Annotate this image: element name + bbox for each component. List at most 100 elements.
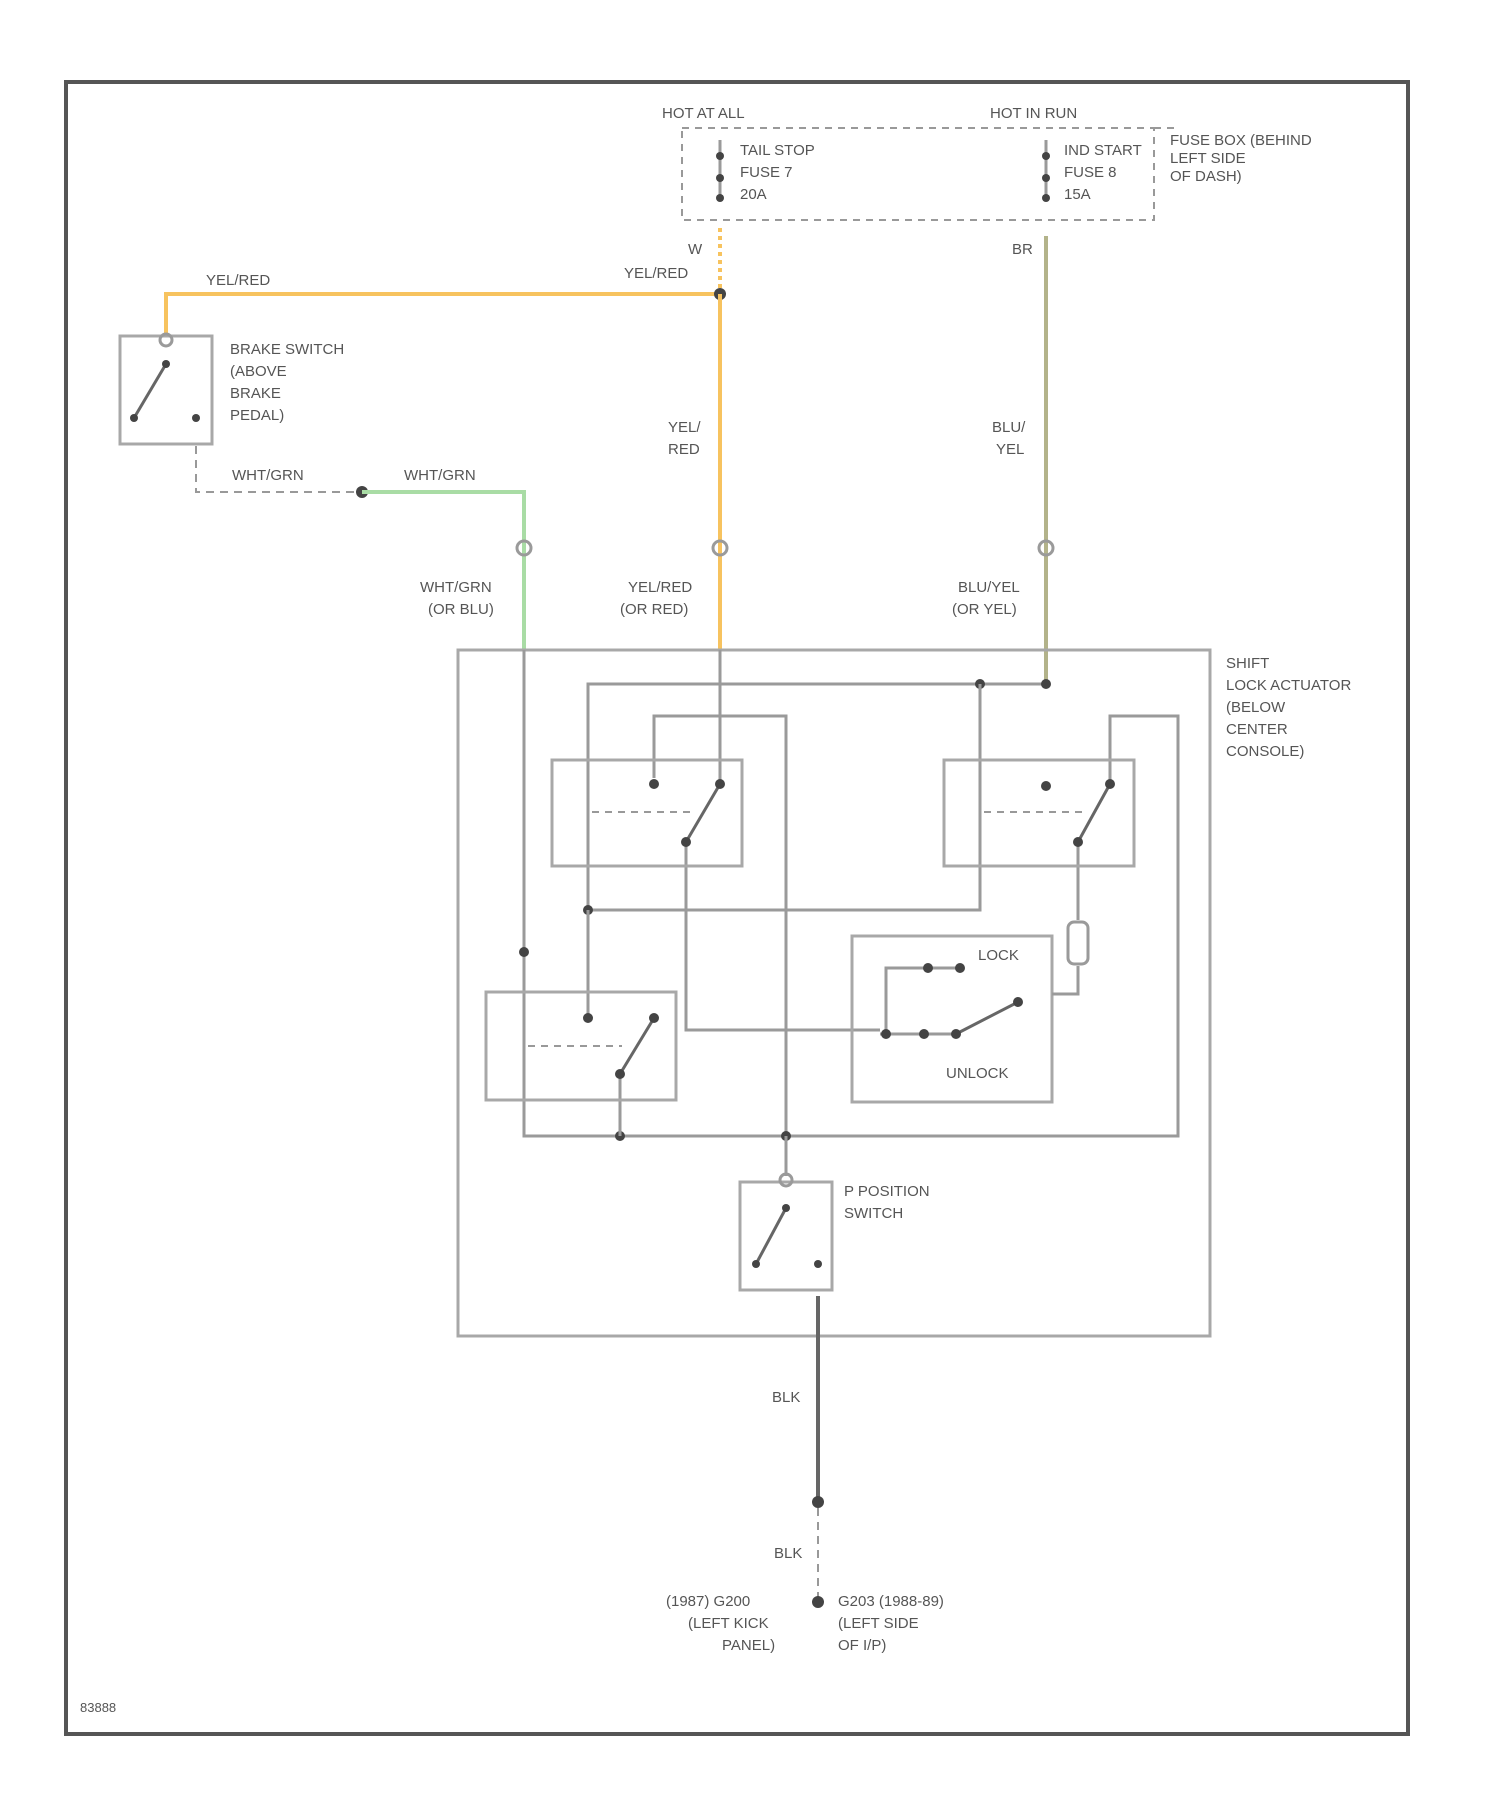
brake-switch-contact — [192, 414, 200, 422]
relay-3-contact — [615, 1069, 625, 1079]
p-switch-blade — [756, 1208, 786, 1264]
hot-at-all-label: HOT AT ALL — [662, 105, 745, 122]
wire-label-yel-red-lower: YEL/RED (OR RED) — [620, 579, 696, 618]
wire-label-line: (OR RED) — [620, 601, 688, 618]
ground-g200-label: (1987) G200 (LEFT KICK PANEL) — [666, 1593, 775, 1654]
p-switch-contact — [814, 1260, 822, 1268]
fuse-8-label-line: IND START — [1064, 142, 1142, 159]
lock-contact — [923, 963, 933, 973]
hot-in-run-label: HOT IN RUN — [990, 105, 1077, 122]
actuator-label-line: CENTER — [1226, 721, 1288, 738]
relay-2-contact — [1073, 837, 1083, 847]
wire-label-blu-yel-mid: BLU/ YEL — [992, 419, 1030, 458]
fuse-7-label-line: 20A — [740, 186, 767, 203]
junction — [1041, 679, 1051, 689]
wire-label-yel-red-top: YEL/RED — [624, 265, 688, 282]
wire-label-line: (OR BLU) — [428, 601, 494, 618]
wire-label-yel-red-left: YEL/RED — [206, 272, 270, 289]
actuator-label-line: SHIFT — [1226, 655, 1269, 672]
fuse-7-label-line: FUSE 7 — [740, 164, 793, 181]
wire-label-blk-2: BLK — [774, 1545, 802, 1562]
actuator-label-line: LOCK ACTUATOR — [1226, 677, 1351, 694]
actuator-label-line: CONSOLE) — [1226, 743, 1304, 760]
fuse-7-label-line: TAIL STOP — [740, 142, 815, 159]
wire-label-yel-red-mid: YEL/ RED — [668, 419, 705, 458]
wire-label-blu-yel-lower: BLU/YEL (OR YEL) — [952, 579, 1023, 618]
unlock-contact — [1013, 997, 1023, 1007]
fuse-8-terminal — [1042, 194, 1050, 202]
wire-label-wht-grn-1: WHT/GRN — [232, 467, 304, 484]
relay-3-blade — [620, 1018, 654, 1074]
connector-pin — [519, 947, 529, 957]
shift-lock-actuator-label: SHIFT LOCK ACTUATOR (BELOW CENTER CONSOL… — [1226, 655, 1355, 760]
wire-label-line: BLU/YEL — [958, 579, 1019, 596]
ground-point — [812, 1596, 824, 1608]
ground-label-line: (LEFT KICK — [688, 1615, 769, 1632]
ground-label-line: PANEL) — [722, 1637, 775, 1654]
brake-switch-blade — [134, 364, 166, 418]
unlock-contact — [919, 1029, 929, 1039]
relay-1-contact — [681, 837, 691, 847]
wire-label-line: YEL/ — [668, 419, 701, 436]
brake-switch-contact — [130, 414, 138, 422]
lock-label: LOCK — [978, 947, 1019, 964]
relay-1-blade — [686, 784, 720, 842]
fuse-box-label-line: LEFT SIDE — [1170, 150, 1246, 167]
fuse-box-label-line: FUSE BOX (BEHIND — [1170, 132, 1312, 149]
fuse-7-terminal — [716, 194, 724, 202]
fuse-box-label-line: OF DASH) — [1170, 168, 1242, 185]
wire-label-line: (OR YEL) — [952, 601, 1017, 618]
relay-1-contact — [649, 779, 659, 789]
ground-label-line: (1987) G200 — [666, 1593, 750, 1610]
solenoid-diode — [1068, 922, 1088, 964]
relay-2-contact — [1041, 781, 1051, 791]
wire-label-line: BLU/ — [992, 419, 1026, 436]
wire-wht-grn — [362, 492, 524, 650]
wire-label-line: YEL — [996, 441, 1024, 458]
wire-yel-red-to-brake-switch — [166, 294, 720, 334]
wire-label-w: W — [688, 241, 703, 258]
fuse-8-label: IND START FUSE 8 15A — [1064, 142, 1146, 203]
unlock-contact — [881, 1029, 891, 1039]
fuse-box-label: FUSE BOX (BEHIND LEFT SIDE OF DASH) — [1170, 132, 1316, 185]
p-switch-label-line: SWITCH — [844, 1205, 903, 1222]
fuse-8-terminal — [1042, 152, 1050, 160]
fuse-7-terminal — [716, 152, 724, 160]
brake-switch-label-line: PEDAL) — [230, 407, 284, 424]
ground-label-line: G203 (1988-89) — [838, 1593, 944, 1610]
internal-wire-right-loop — [588, 684, 980, 910]
p-position-switch-label: P POSITION SWITCH — [844, 1183, 934, 1222]
relay-2-blade — [1078, 784, 1110, 842]
wire-label-line: WHT/GRN — [420, 579, 492, 596]
wire-label-wht-grn-2: WHT/GRN — [404, 467, 476, 484]
lock-solenoid-blade — [956, 1002, 1018, 1034]
ground-g203-label: G203 (1988-89) (LEFT SIDE OF I/P) — [838, 1593, 948, 1654]
ground-label-line: OF I/P) — [838, 1637, 886, 1654]
fuse-8-label-line: FUSE 8 — [1064, 164, 1117, 181]
diagram-frame — [66, 82, 1408, 1734]
solenoid-diode-wire — [1052, 966, 1078, 994]
relay-3-contact — [583, 1013, 593, 1023]
unlock-label: UNLOCK — [946, 1065, 1009, 1082]
figure-id: 83888 — [80, 1700, 116, 1715]
fuse-8-terminal — [1042, 174, 1050, 182]
internal-wire-top-bus — [588, 684, 1046, 910]
brake-switch-label: BRAKE SWITCH (ABOVE BRAKE PEDAL) — [230, 341, 348, 424]
wire-label-line: YEL/RED — [628, 579, 692, 596]
relay-3-contact — [649, 1013, 659, 1023]
fuse-7-terminal — [716, 174, 724, 182]
brake-switch-label-line: BRAKE — [230, 385, 281, 402]
brake-switch-box — [120, 336, 212, 444]
wire-label-wht-grn-lower: WHT/GRN (OR BLU) — [420, 579, 496, 618]
brake-switch-label-line: (ABOVE — [230, 363, 287, 380]
ground-label-line: (LEFT SIDE — [838, 1615, 919, 1632]
wire-label-br: BR — [1012, 241, 1033, 258]
relay-2-contact — [1105, 779, 1115, 789]
actuator-label-line: (BELOW — [1226, 699, 1286, 716]
brake-switch-contact — [162, 360, 170, 368]
unlock-contact — [951, 1029, 961, 1039]
fuse-7-label: TAIL STOP FUSE 7 20A — [740, 142, 819, 203]
p-position-switch-box — [740, 1182, 832, 1290]
brake-switch-label-line: BRAKE SWITCH — [230, 341, 344, 358]
